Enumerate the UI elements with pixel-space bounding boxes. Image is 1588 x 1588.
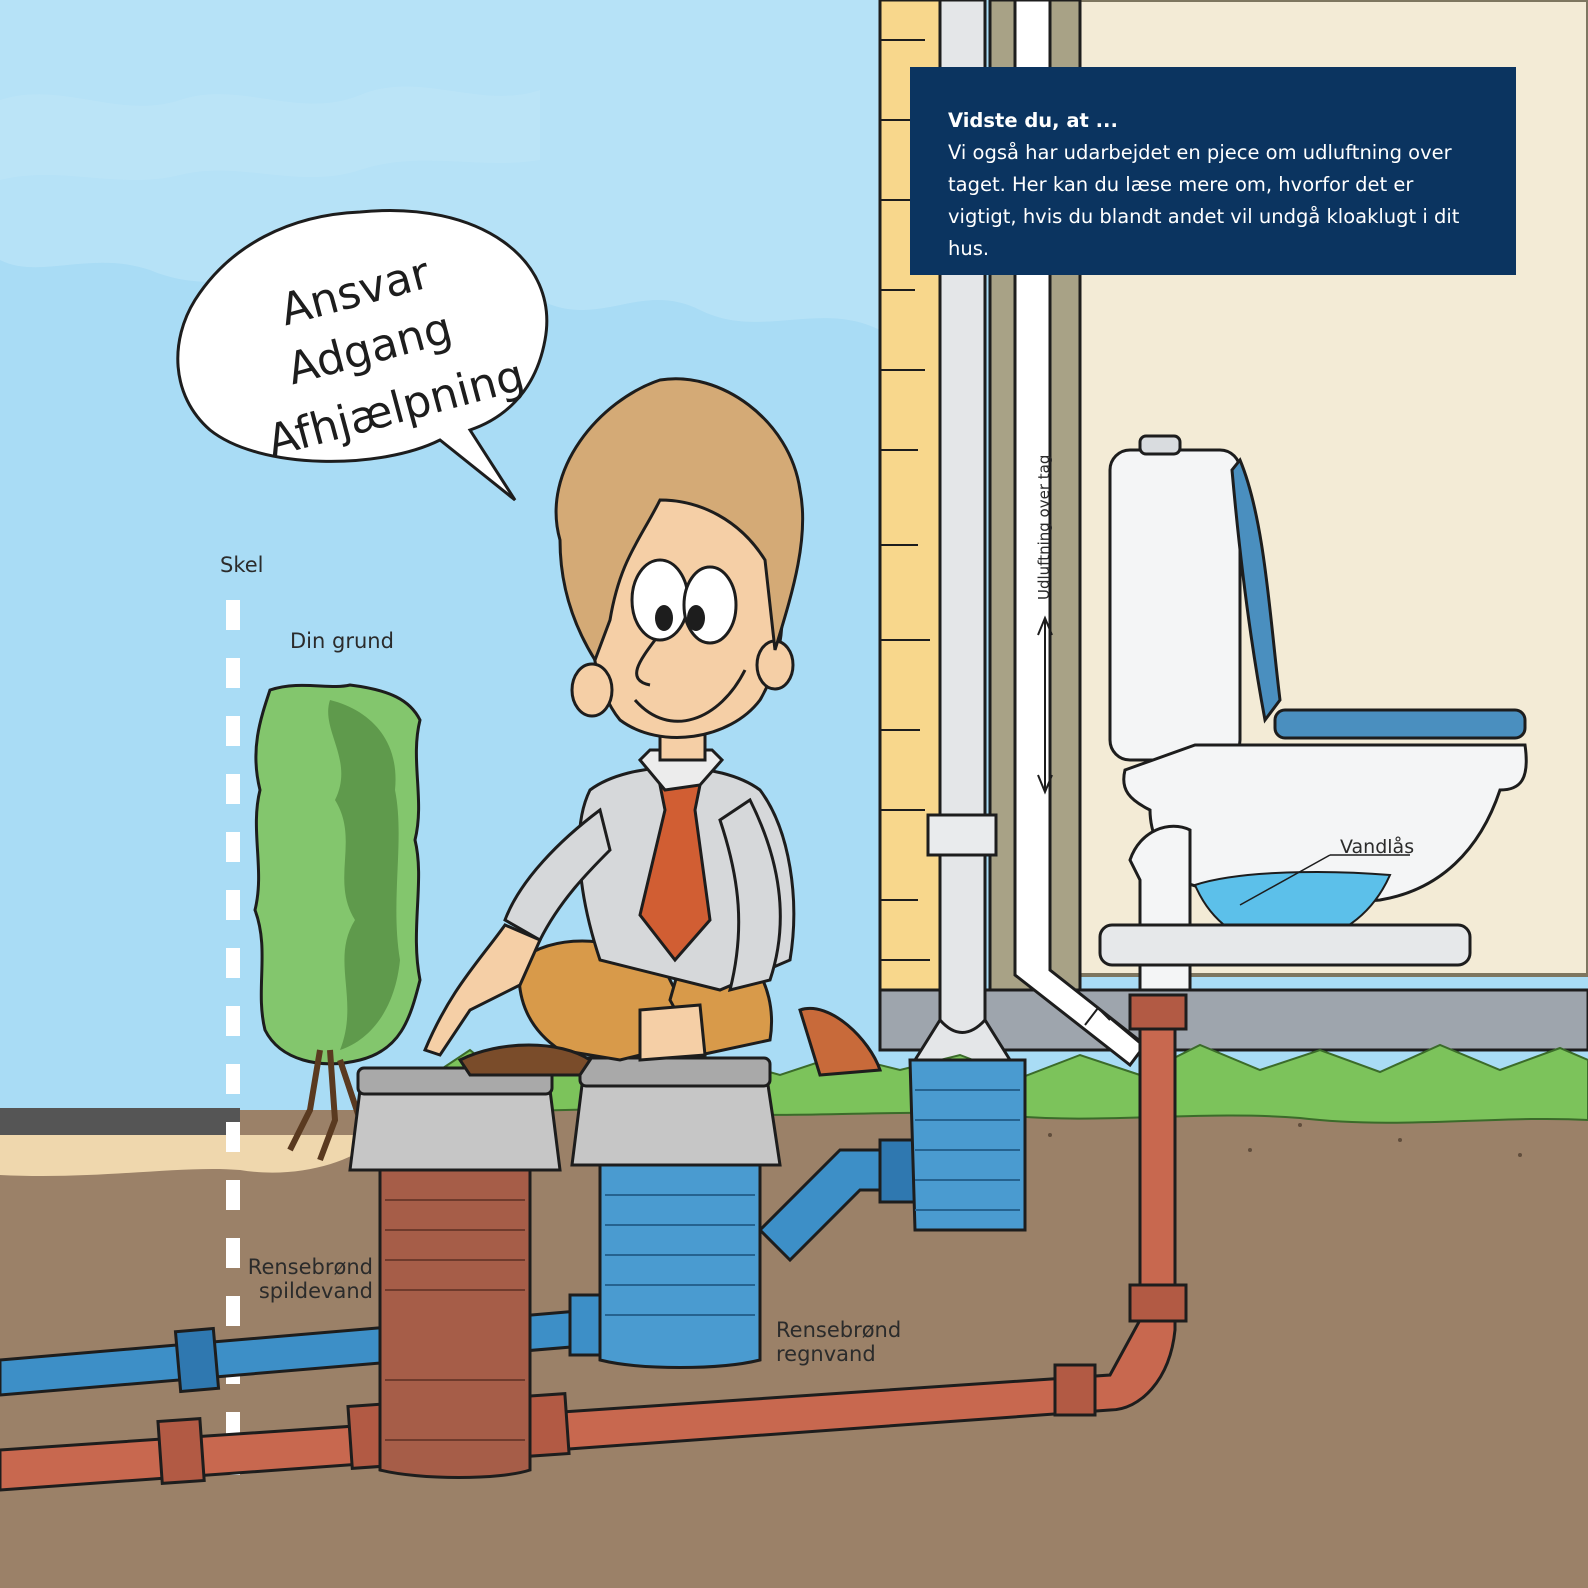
rain-manhole-label: Rensebrønd regnvand (776, 1318, 901, 1366)
info-box: Vidste du, at ... Vi også har udarbejdet… (910, 67, 1516, 275)
boundary-label: Skel (220, 553, 264, 577)
sewage-manhole (350, 1068, 560, 1478)
rain-manhole-label-line2: regnvand (776, 1342, 901, 1366)
rain-manhole (572, 1058, 780, 1368)
info-box-body: Vi også har udarbejdet en pjece om udluf… (948, 137, 1478, 265)
sewage-manhole-label-line1: Rensebrønd (198, 1255, 373, 1279)
sewage-manhole-label-line2: spildevand (198, 1279, 373, 1303)
vent-label: Udluftning over tag (1035, 455, 1053, 600)
your-property-label: Din grund (290, 629, 394, 653)
rain-manhole-label-line1: Rensebrønd (776, 1318, 901, 1342)
info-box-title: Vidste du, at ... (948, 105, 1478, 137)
water-trap-label: Vandlås (1340, 835, 1414, 859)
sewage-manhole-label: Rensebrønd spildevand (198, 1255, 373, 1303)
downpipe-well (910, 1060, 1025, 1230)
